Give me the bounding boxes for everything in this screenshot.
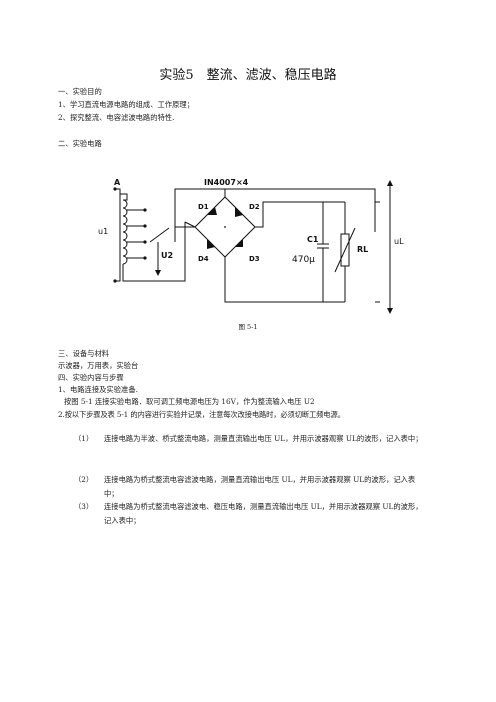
list-item-text: 连接电路为桥式整流电容滤波电、稳压电路，测量直流输出电压 UL，并用示波器观察 … [104,502,423,525]
list-item-text: 连接电路为半波、桥式整流电路，测量直流输出电压 UL，并用示波器观察 UL的波形… [104,434,423,443]
step-1-text: 按图 5-1 连接实验电路．取可调工频电源电压为 16V，作为整流输入电压 U2 [64,397,315,406]
list-item-number: （1） [74,434,94,443]
list-item-number: （3） [74,502,94,511]
u1-label: u1 [98,227,108,236]
doc-title: 实验5 整流、滤波、稳压电路 [159,68,337,83]
equipment-text: 示波器，万用表，实验台 [58,361,139,370]
circuit-diagram: IN4007×4 A u1 U2 D1 D2 D3 D4 C1 470μ RL … [98,178,404,314]
tap-a-label: A [114,178,121,187]
list-item-number: （2） [74,475,94,484]
capacitor-value-label: 470μ [292,255,315,265]
section-1-heading: 一、实验目的 [58,87,102,96]
section-3-heading: 三、设备与材料 [58,349,110,358]
d1-label: D1 [198,203,209,211]
c1-label: C1 [307,235,319,244]
ul-label: uL [394,237,404,246]
objective-1: 1、学习直流电源电路的组成、工作原理； [58,100,194,109]
objective-2: 2、探究整流、电容滤波电路的特性. [58,113,175,122]
section-4-heading: 四、实验内容与步骤 [58,373,124,382]
d3-label: D3 [249,255,260,263]
section-2-heading: 二、实验电路 [58,139,102,148]
rl-label: RL [357,245,368,254]
diode-spec-label: IN4007×4 [204,178,249,187]
d2-label: D2 [249,203,260,211]
step-1-heading: 1、电路连接及实验准备. [58,385,138,394]
list-item-text: 连接电路为桥式整流电容滤波电路，测量直流输出电压 UL，并用示波器观察 UL的波… [104,475,416,498]
figure-caption: 图 5-1 [238,323,258,331]
d4-label: D4 [198,255,209,263]
step-2-text: 2.按以下步骤及表 5-1 的内容进行实验并记录，注意每次改接电路时，必须切断工… [58,410,345,419]
u2-label: U2 [161,251,173,260]
